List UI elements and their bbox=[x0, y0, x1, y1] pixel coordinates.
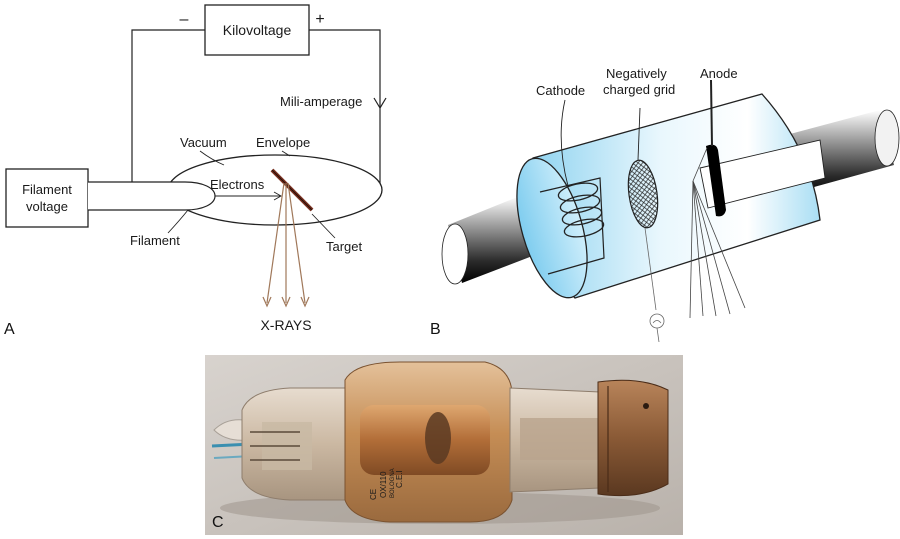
left-rod-end bbox=[441, 223, 469, 285]
engraving-mark: CE bbox=[369, 489, 378, 500]
grid-lead bbox=[644, 227, 657, 311]
grid-leader bbox=[637, 107, 641, 161]
target-label: Target bbox=[326, 239, 363, 254]
grid-label-line1: Negatively bbox=[606, 66, 667, 81]
filament-label: Filament bbox=[130, 233, 180, 248]
kilovoltage-box bbox=[204, 4, 310, 56]
envelope-label: Envelope bbox=[256, 135, 310, 150]
electrons-label: Electrons bbox=[210, 177, 265, 192]
panel-b-tube: Cathode Negatively charged grid Anode B bbox=[430, 66, 900, 343]
current-arrow bbox=[373, 97, 387, 110]
anode-face bbox=[425, 412, 451, 464]
grid-terminal-sign bbox=[652, 320, 662, 324]
anode-stem bbox=[520, 418, 598, 460]
panel-a-tag: A bbox=[4, 321, 15, 338]
plus-sign: + bbox=[315, 11, 324, 28]
envelope-leader bbox=[281, 150, 291, 157]
engraving-model: OX/110 bbox=[379, 471, 388, 498]
cathode-cup bbox=[539, 177, 605, 275]
grid-terminal bbox=[649, 313, 665, 329]
filament-voltage-line1: Filament bbox=[22, 182, 72, 197]
electron-arrowhead bbox=[273, 191, 282, 201]
filament-voltage-line2: voltage bbox=[26, 199, 68, 214]
left-wire bbox=[131, 29, 205, 182]
xrays-label: X-RAYS bbox=[260, 317, 311, 333]
xray-rays bbox=[262, 182, 310, 308]
grid bbox=[627, 159, 659, 229]
tube-cap bbox=[516, 157, 588, 299]
right-rod-end bbox=[874, 109, 900, 167]
filament-voltage-box bbox=[5, 168, 89, 228]
anode-plate bbox=[706, 144, 726, 217]
kilovoltage-label: Kilovoltage bbox=[223, 22, 292, 38]
filament-lead bbox=[88, 181, 216, 211]
cathode-coil bbox=[557, 182, 605, 238]
grid-terminal-lead bbox=[656, 327, 660, 343]
grid-label-line2: charged grid bbox=[603, 82, 675, 97]
panel-c-photo: C.E.I BOLOGNA OX/110 CE C bbox=[205, 355, 683, 535]
target-leader bbox=[311, 213, 336, 239]
panel-b-rays bbox=[689, 147, 746, 319]
vacuum-leader bbox=[199, 150, 225, 166]
engraving-brand: C.E.I bbox=[395, 470, 404, 488]
copper-cap bbox=[597, 379, 669, 497]
cap-screw bbox=[643, 403, 649, 409]
panel-b-tag: B bbox=[430, 321, 441, 338]
panel-c-tag: C bbox=[212, 514, 224, 531]
anode-shaft bbox=[699, 139, 826, 209]
left-rod bbox=[448, 196, 535, 283]
panel-a-circuit: Kilovoltage – + Mili-amperage Vacuum Env… bbox=[4, 4, 387, 338]
engraving-city: BOLOGNA bbox=[390, 468, 396, 498]
cathode-rods bbox=[250, 431, 300, 461]
vacuum-label: Vacuum bbox=[180, 135, 227, 150]
anode-leader bbox=[710, 79, 713, 147]
minus-sign: – bbox=[180, 11, 189, 28]
target-core bbox=[271, 169, 313, 211]
filament-leader bbox=[167, 209, 189, 234]
cathode-label: Cathode bbox=[536, 83, 585, 98]
copper-cylinder bbox=[360, 405, 490, 475]
cathode-leader bbox=[560, 99, 569, 187]
anode-label: Anode bbox=[700, 66, 738, 81]
mili-amperage-label: Mili-amperage bbox=[280, 94, 362, 109]
